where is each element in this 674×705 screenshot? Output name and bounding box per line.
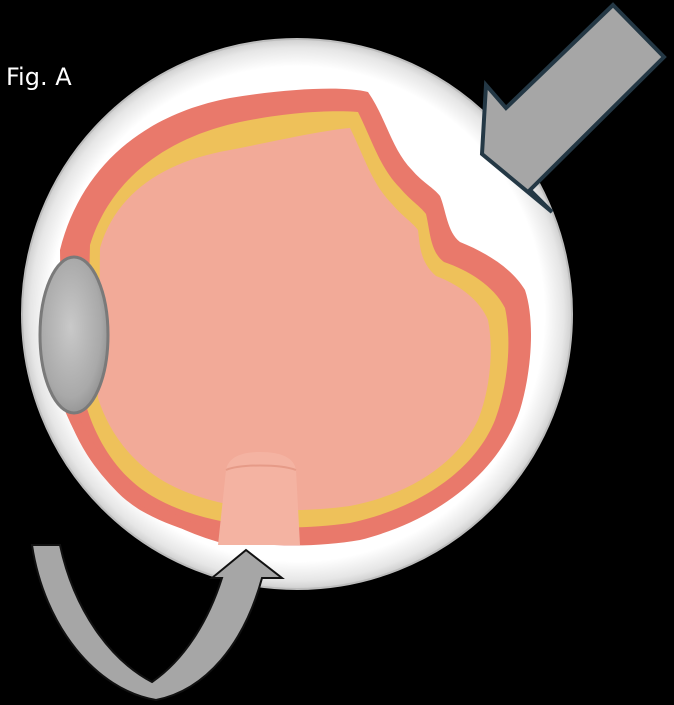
curved-arrow-up-icon — [32, 545, 282, 700]
lens — [40, 257, 108, 413]
figure-label: Fig. A — [6, 62, 72, 92]
